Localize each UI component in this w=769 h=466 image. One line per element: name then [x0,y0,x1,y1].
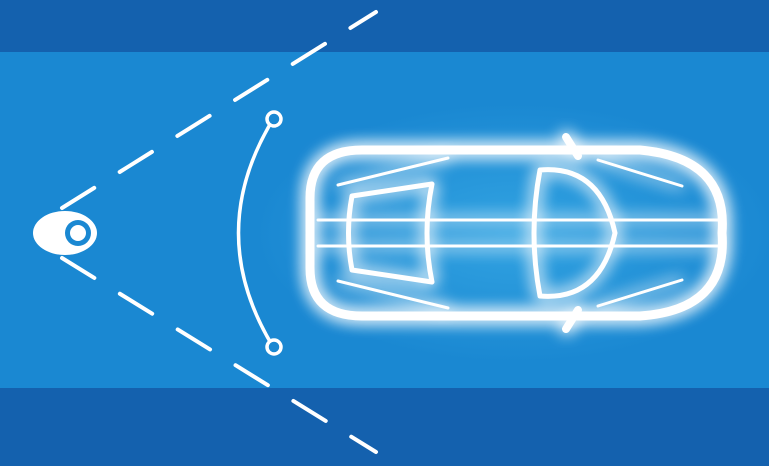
arc-bottom-node [265,338,283,356]
car-crease-4 [596,278,684,308]
car-mirror-right [562,306,582,333]
car-crease-2 [336,279,450,310]
top-band [0,0,769,52]
sensor-eye-icon [33,211,97,255]
car-rear-window [346,181,435,285]
car-mirror-left [562,133,582,160]
car-top-view-icon [305,133,727,333]
cone-upper-line [60,10,378,210]
detection-cone [60,10,378,454]
arc-top-node [265,110,283,128]
car-halo [255,103,769,363]
car-body [305,145,727,321]
bottom-band [0,388,769,466]
car-windshield [531,167,618,299]
car-crease-3 [596,158,684,188]
range-arc [236,110,283,356]
cone-lower-line [60,256,378,454]
car-crease-1 [336,156,450,187]
